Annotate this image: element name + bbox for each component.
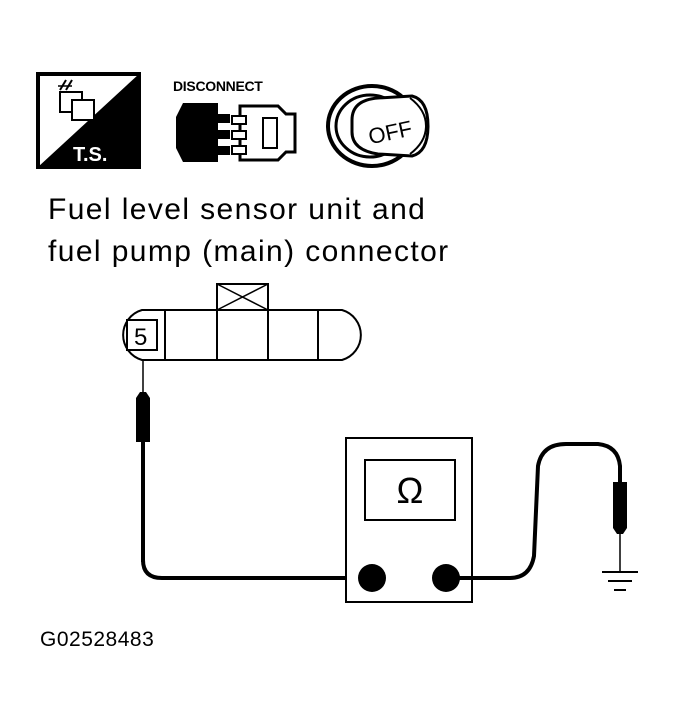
ignition-off-icon: OFF [326, 84, 430, 168]
ts-icon: T.S. [36, 72, 141, 169]
connector-housing: 5 [122, 283, 362, 361]
figure-id: G02528483 [40, 628, 155, 651]
lead-wire-right [446, 442, 622, 580]
ground-symbol [602, 571, 638, 591]
meter-display [364, 459, 456, 521]
test-probe-right [613, 482, 627, 572]
disconnect-icon: DISCONNECT [173, 78, 297, 162]
connector-title-line1: Fuel level sensor unit and [48, 193, 427, 226]
test-probe-left [136, 360, 150, 562]
terminal-label: 5 [134, 324, 147, 351]
ohm-symbol: Ω [397, 470, 424, 511]
connector-title-line2: fuel pump (main) connector [48, 235, 450, 268]
ts-label: T.S. [73, 144, 107, 166]
disconnect-label: DISCONNECT [173, 78, 263, 94]
ohmmeter: Ω [345, 437, 473, 603]
meter-jack-com [358, 564, 386, 592]
lead-wire-left [141, 559, 370, 580]
